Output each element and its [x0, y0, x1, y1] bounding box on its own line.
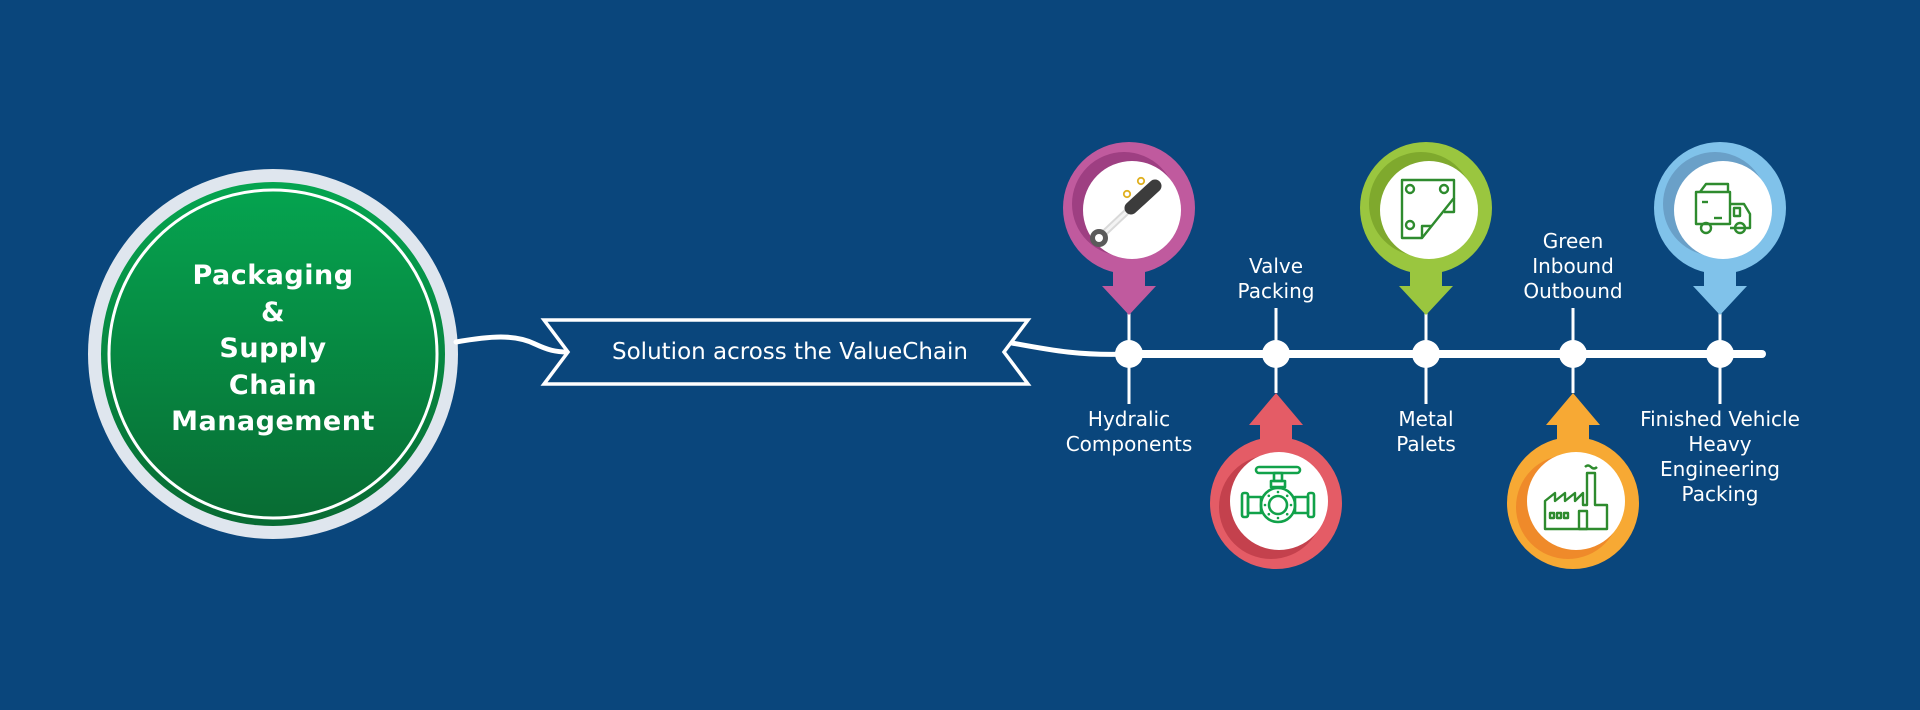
stages-layer — [1063, 142, 1786, 569]
hub-title-line: Supply — [219, 333, 327, 364]
stage-label-line: Metal — [1398, 407, 1454, 431]
stage-green — [1507, 308, 1639, 569]
stage-label-line: Outbound — [1523, 279, 1623, 303]
hub-title-line: Chain — [228, 369, 318, 401]
metal-pallet-icon — [1400, 178, 1456, 240]
stage-label-line: Palets — [1396, 432, 1456, 456]
hub-connector-curve — [453, 334, 571, 355]
hub-title-line: Packaging — [192, 260, 354, 291]
pin-valve — [1210, 393, 1342, 569]
hub-title: Packaging & Supply Chain Management — [103, 258, 443, 441]
pin-arrow-up — [1546, 393, 1600, 443]
hydraulic-cylinder-icon — [1090, 176, 1162, 247]
factory-icon — [1543, 464, 1609, 531]
banner-text: Solution across the ValueChain — [612, 339, 968, 365]
stage-valve — [1210, 308, 1342, 569]
hub-title-line: Management — [171, 406, 375, 437]
timeline-dot — [1559, 340, 1587, 368]
stage-hydraulic — [1063, 142, 1195, 404]
stage-metal — [1360, 142, 1492, 404]
stage-vehicle — [1654, 142, 1786, 404]
timeline-dot — [1412, 340, 1440, 368]
stage-label-line: Heavy — [1688, 432, 1752, 456]
pin-green — [1507, 393, 1639, 569]
stage-label-line: Engineering — [1660, 457, 1780, 481]
stage-label-line: Packing — [1237, 279, 1315, 303]
pin-vehicle — [1654, 142, 1786, 315]
pin-arrow-down — [1693, 268, 1747, 315]
pin-metal — [1360, 142, 1492, 315]
pin-arrow-down — [1399, 268, 1453, 315]
stage-label-line: Finished Vehicle — [1640, 407, 1800, 431]
pin-arrow-up — [1249, 393, 1303, 443]
pin-face — [1230, 452, 1328, 550]
hub-circle — [88, 169, 458, 539]
stage-label-line: Valve — [1248, 254, 1304, 278]
valve-icon — [1240, 465, 1316, 524]
hub-inner-ring — [107, 188, 439, 520]
banner-connector-curve — [1009, 340, 1133, 357]
pin-hydraulic — [1063, 142, 1195, 315]
hub-fill — [101, 182, 445, 526]
pin-arrow-down — [1102, 268, 1156, 315]
hub-title-line: & — [260, 296, 286, 328]
stage-label-line: Hydralic — [1087, 407, 1171, 431]
truck-icon — [1694, 182, 1752, 235]
stage-label-line: Components — [1065, 432, 1193, 456]
stage-label-line: Green — [1542, 229, 1604, 253]
stage-label-line: Packing — [1681, 482, 1759, 506]
stage-label-line: Inbound — [1532, 254, 1614, 278]
timeline-dot — [1115, 340, 1143, 368]
pin-face — [1674, 161, 1772, 259]
timeline-dot — [1706, 340, 1734, 368]
banner-ribbon — [540, 318, 1032, 386]
timeline-dot — [1262, 340, 1290, 368]
